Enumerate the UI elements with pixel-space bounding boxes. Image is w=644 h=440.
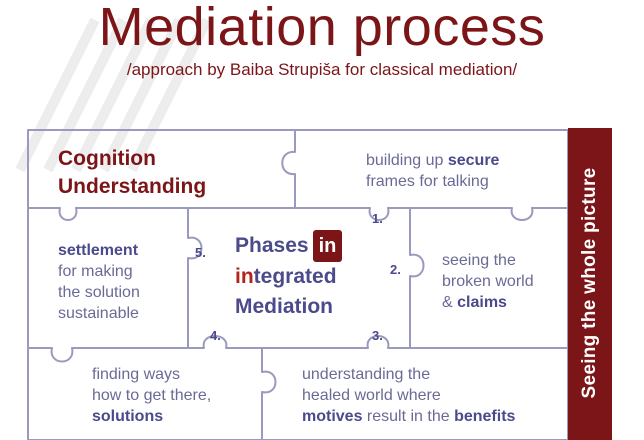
side-label: Seeing the whole picture bbox=[579, 167, 600, 399]
secure-piece: building up secure frames for talking bbox=[366, 150, 499, 192]
puzzle-edge-left-vertical bbox=[187, 208, 203, 348]
healed-world-piece: understanding the healed world where mot… bbox=[302, 364, 515, 427]
settlement-line4: sustainable bbox=[58, 305, 139, 322]
in-badge: in bbox=[312, 230, 343, 262]
motives-bold: motives bbox=[302, 408, 363, 425]
broken-line2: broken world bbox=[442, 273, 534, 290]
secure-prefix: building up bbox=[366, 152, 448, 169]
settlement-line2: for making bbox=[58, 263, 133, 280]
puzzle-edge-upper-horizontal bbox=[28, 207, 568, 221]
secure-line2: frames for talking bbox=[366, 173, 489, 190]
healed-line2: healed world where bbox=[302, 387, 441, 404]
settlement-bold: settlement bbox=[58, 242, 139, 259]
step-number-2: 2. bbox=[390, 262, 401, 277]
solutions-bold: solutions bbox=[92, 408, 164, 425]
healed-middle: result in the bbox=[362, 408, 455, 425]
integrated-prefix: in bbox=[235, 265, 254, 288]
mediation-word: Mediation bbox=[235, 295, 333, 318]
settlement-piece: settlement for making the solution susta… bbox=[58, 240, 140, 324]
claims-bold: claims bbox=[457, 294, 507, 311]
step-number-3: 3. bbox=[372, 328, 383, 343]
diagram-title: Mediation process bbox=[98, 0, 546, 57]
puzzle-edge-lower-horizontal bbox=[28, 335, 568, 363]
step-number-5: 5. bbox=[195, 245, 206, 260]
cognition-line1: Cognition bbox=[58, 147, 156, 170]
broken-line1: seeing the bbox=[442, 252, 516, 269]
secure-bold: secure bbox=[447, 152, 500, 169]
step-number-1: 1. bbox=[372, 211, 383, 226]
benefits-bold: benefits bbox=[454, 408, 516, 425]
puzzle-edge-right-vertical bbox=[409, 208, 425, 348]
cognition-line2: Understanding bbox=[58, 175, 207, 198]
broken-world-piece: seeing the broken world & claims bbox=[442, 250, 534, 313]
side-band bbox=[568, 128, 612, 440]
cognition-piece: Cognition Understanding bbox=[58, 145, 206, 201]
diagram-subtitle: /approach by Baiba Strupiša for classica… bbox=[126, 60, 518, 79]
broken-prefix: & bbox=[442, 294, 458, 311]
puzzle-edge-bottom-vertical bbox=[261, 348, 277, 440]
step-number-4: 4. bbox=[210, 328, 221, 343]
settlement-line3: the solution bbox=[58, 284, 140, 301]
puzzle-edge-top-vertical bbox=[281, 130, 296, 208]
solutions-piece: finding ways how to get there, solutions bbox=[92, 364, 211, 427]
solutions-line2: how to get there, bbox=[92, 387, 212, 404]
phases-word: Phases bbox=[235, 234, 309, 257]
solutions-line1: finding ways bbox=[92, 366, 181, 383]
integrated-rest: tegrated bbox=[253, 265, 337, 288]
healed-line1: understanding the bbox=[302, 366, 431, 383]
